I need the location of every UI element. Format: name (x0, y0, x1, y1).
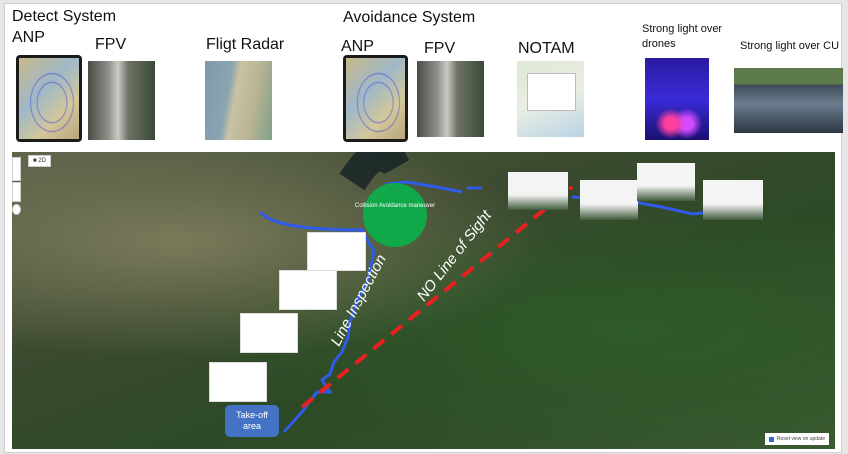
anp-tablet-image (16, 55, 82, 142)
avoid-drone-light-label: Strong light over drones (642, 23, 723, 50)
reset-view-checkbox[interactable]: Reset view on update (764, 433, 829, 445)
collision-avoidance-label: Collision Avoidance maneuver (355, 203, 435, 209)
anp-tablet-image-2 (343, 55, 408, 142)
map-icon: ■ (33, 158, 39, 164)
view-2d-toggle[interactable]: ■ 2D (28, 155, 51, 167)
drone-marker (240, 313, 298, 353)
detect-fpv-label: FPV (95, 36, 127, 53)
compass-icon[interactable] (12, 204, 21, 215)
detect-anp-label: ANP (12, 29, 45, 46)
checkbox-icon (768, 436, 774, 442)
zoom-controls[interactable] (12, 157, 21, 181)
flight-path (258, 210, 376, 434)
helicopter-marker (703, 180, 763, 220)
drone-marker (209, 362, 267, 402)
detect-radar-label: Fligt Radar (206, 36, 285, 53)
collision-avoidance-circle (363, 183, 427, 247)
helicopter-marker (637, 163, 695, 201)
rotate-controls[interactable] (12, 182, 21, 202)
avoid-cu-light-label: Strong light over CU (740, 40, 840, 52)
fpv-image-2 (417, 61, 484, 137)
helicopter-marker (508, 172, 568, 210)
avoid-anp-label: ANP (341, 38, 374, 55)
avoid-fpv-label: FPV (424, 40, 456, 57)
helicopter-marker (580, 180, 638, 220)
drone-marker (307, 232, 366, 271)
fpv-image (88, 61, 155, 140)
no-line-of-sight-line (300, 185, 574, 409)
avoid-notam-label: NOTAM (518, 40, 575, 57)
avoidance-system-title: Avoidance System (343, 9, 476, 26)
takeoff-area-box: Take-off area (225, 405, 279, 437)
drone-lights-image (645, 58, 709, 140)
detect-system-title: Detect System (12, 8, 117, 25)
cu-lights-image (734, 68, 843, 133)
flight-radar-image (205, 61, 272, 140)
drone-marker (279, 270, 337, 310)
terrain-map[interactable]: ■ 2D Collision Avoidance maneuver Line I… (12, 152, 835, 449)
notam-map-image (517, 61, 584, 137)
